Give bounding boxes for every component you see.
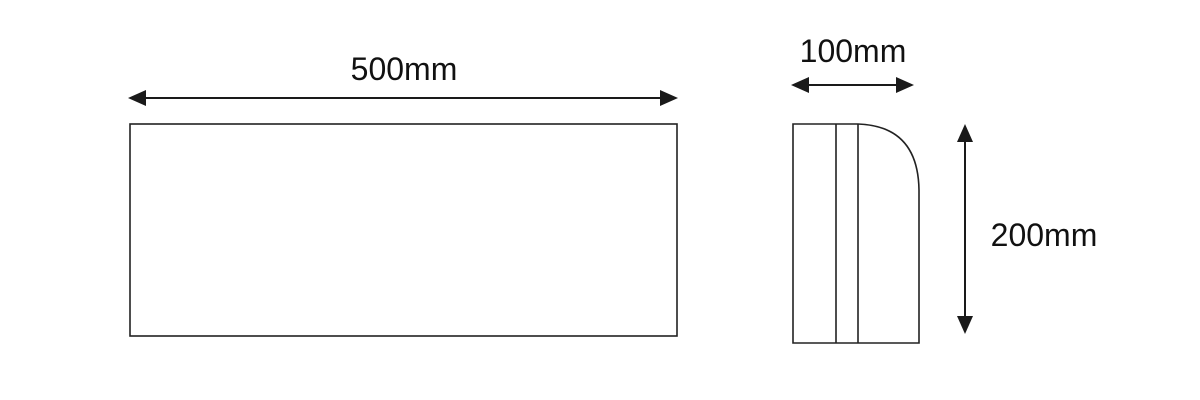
length-arrow-left — [128, 90, 146, 106]
profile-outline — [792, 123, 920, 344]
height-label: 200mm — [991, 217, 1098, 253]
front-view: 500mm — [128, 51, 678, 337]
height-arrow-bottom — [957, 316, 973, 334]
length-label: 500mm — [351, 51, 458, 87]
end-profile-view: 100mm 200mm — [791, 33, 1098, 344]
height-arrow-top — [957, 124, 973, 142]
width-label: 100mm — [800, 33, 907, 69]
width-arrow-left — [791, 77, 809, 93]
width-arrow-right — [896, 77, 914, 93]
front-face-outline — [129, 123, 678, 337]
length-arrow-right — [660, 90, 678, 106]
